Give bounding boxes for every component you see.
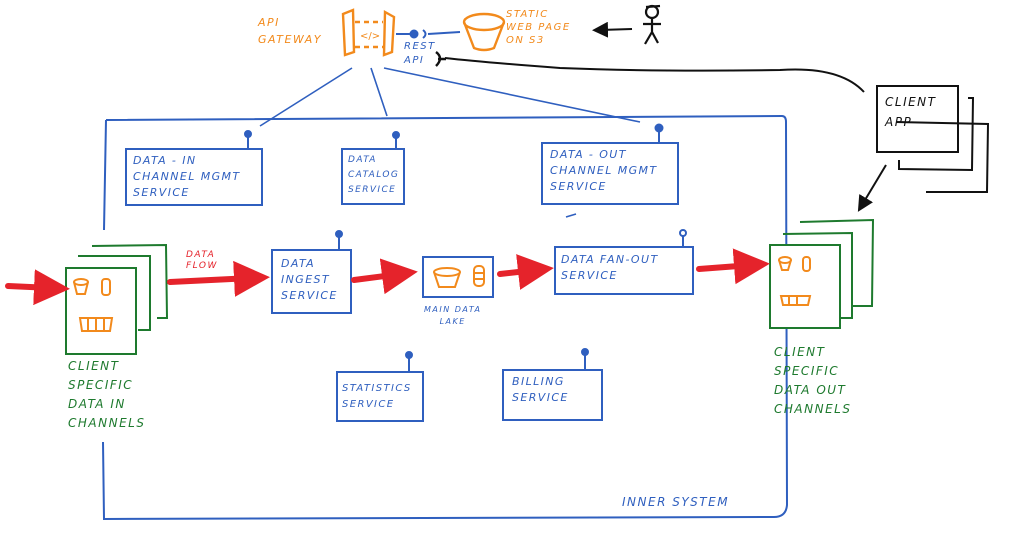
stick-figure-user-icon xyxy=(643,4,661,45)
inner-system-label: INNER SYSTEM xyxy=(622,495,730,509)
data-in-channel-mgmt-box xyxy=(125,148,263,206)
rest-api-socket xyxy=(435,51,446,67)
data-lake-label: MAIN DATA LAKE xyxy=(424,305,482,326)
data-catalog-box xyxy=(341,148,405,205)
client-app-label: CLIENT APP xyxy=(885,95,937,129)
gateway-connector-lines xyxy=(259,67,641,127)
s3-bucket-icon xyxy=(462,12,506,52)
data-flow-arrows xyxy=(5,248,770,306)
data-lake-box xyxy=(422,256,494,298)
ingest-to-lake-arrow xyxy=(351,258,418,295)
data-ingest-label: DATA INGEST SERVICE xyxy=(281,257,338,302)
svg-text:</>: </> xyxy=(360,31,380,42)
client-app-to-rest-api-line xyxy=(444,57,865,93)
billing-box xyxy=(502,369,603,421)
data-out-channel-mgmt-label: DATA - OUT CHANNEL MGMT SERVICE xyxy=(550,148,658,193)
api-gateway-label: API GATEWAY xyxy=(258,16,322,46)
data-in-channels-label: CLIENT SPECIFIC DATA IN CHANNELS xyxy=(68,359,146,430)
data-lake-icons xyxy=(433,265,485,288)
data-in-channel-mgmt-label: DATA - IN CHANNEL MGMT SERVICE xyxy=(133,154,241,199)
lake-to-fanout-arrow xyxy=(497,254,554,290)
api-gateway-icon: </> xyxy=(341,8,396,57)
client-app-to-out-channels-arrow xyxy=(857,164,887,212)
data-out-channel-mgmt-box xyxy=(541,142,679,205)
data-out-channels-label: CLIENT SPECIFIC DATA OUT CHANNELS xyxy=(774,345,852,416)
ingress-arrow xyxy=(5,269,70,306)
statistics-box xyxy=(336,371,424,422)
billing-label: BILLING SERVICE xyxy=(512,375,569,404)
data-ingest-box xyxy=(271,249,352,314)
user-to-webpage-arrow xyxy=(592,21,633,38)
stray-mark xyxy=(565,213,577,218)
client-app-stack xyxy=(876,85,990,193)
channel-to-ingest-arrow xyxy=(167,260,270,297)
rest-api-label: REST API xyxy=(404,41,436,66)
data-fan-out-box xyxy=(554,246,694,295)
inner-system-boundary xyxy=(102,114,789,521)
service-endpoint-pins xyxy=(244,123,687,372)
data-fan-out-label: DATA FAN-OUT SERVICE xyxy=(561,253,659,282)
data-in-channels-stack xyxy=(65,243,169,355)
data-out-channels-stack xyxy=(769,218,875,329)
rest-api-connector xyxy=(396,29,461,39)
data-catalog-label: DATA CATALOG SERVICE xyxy=(348,155,400,195)
data-flow-label: DATA FLOW xyxy=(186,250,218,271)
statistics-label: STATISTICS SERVICE xyxy=(342,383,412,410)
fanout-to-out-channels-arrow xyxy=(696,248,770,285)
static-web-page-label: STATIC WEB PAGE ON S3 xyxy=(506,9,571,46)
